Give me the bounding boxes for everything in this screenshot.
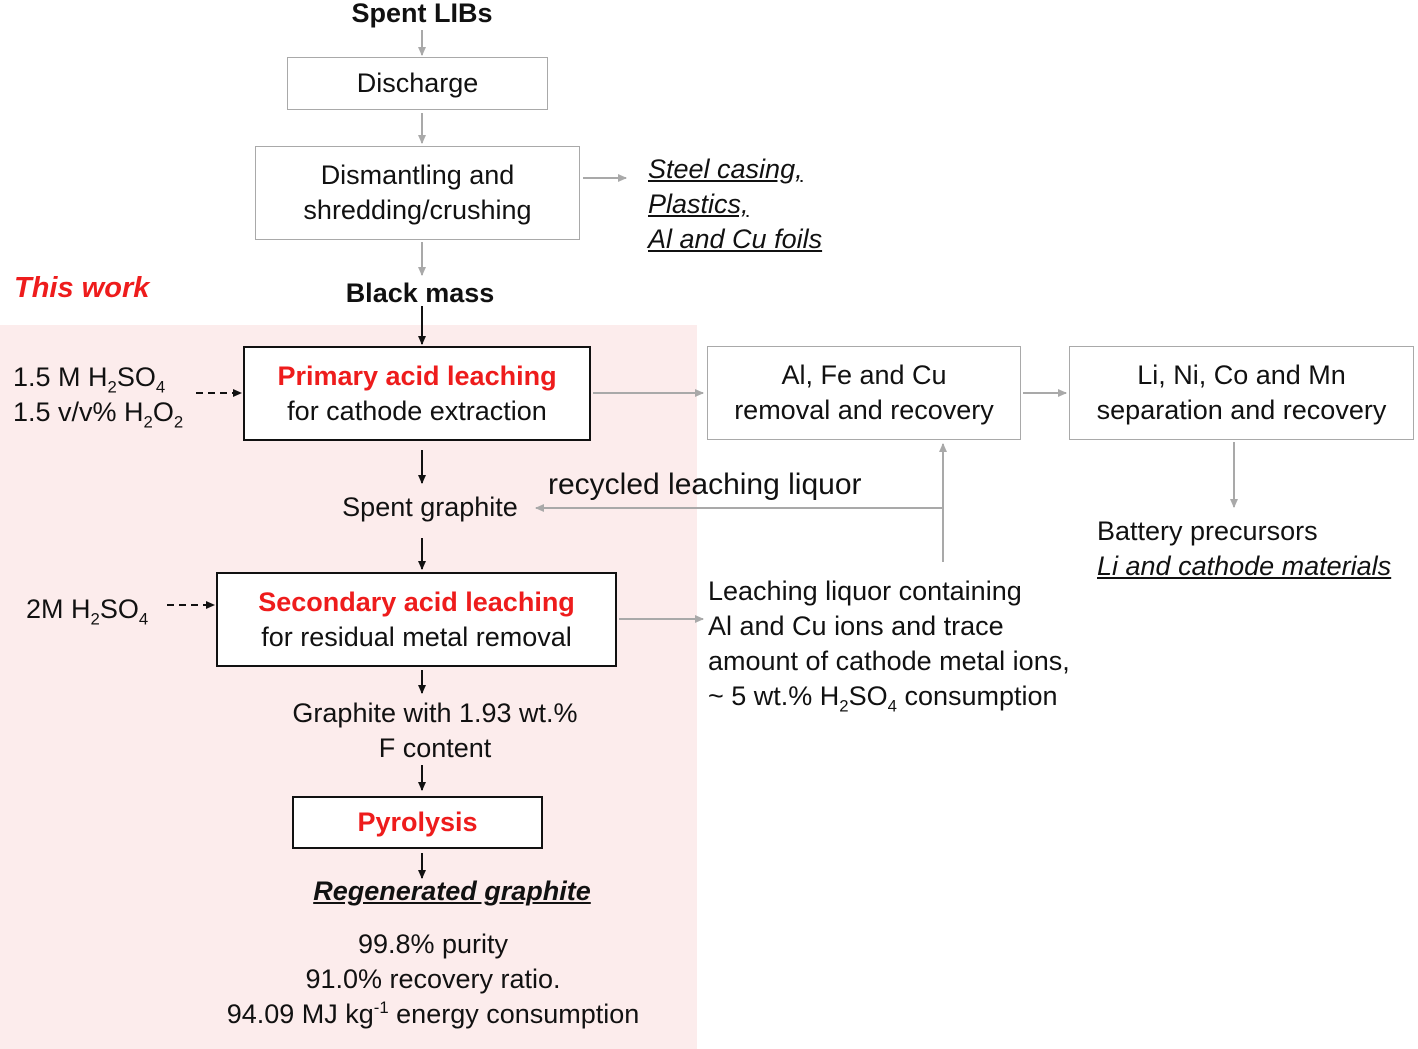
- this-work-zone: [0, 325, 697, 1049]
- removal-line1: Al, Fe and Cu: [781, 360, 947, 390]
- dismantling-label-line2: shredding/crushing: [303, 195, 532, 225]
- secondary-leaching-subtitle: for residual metal removal: [261, 621, 572, 652]
- black-mass-label: Black mass: [345, 278, 495, 308]
- graphite-f-line2: F content: [378, 733, 492, 763]
- result-energy: 94.09 MJ kg-1 energy consumption: [226, 998, 640, 1029]
- liquor-line2: Al and Cu ions and trace: [708, 611, 1004, 641]
- secondary-reagent: 2M H2SO4: [26, 594, 149, 629]
- discharge-label: Discharge: [356, 68, 479, 98]
- liquor-line4: ~ 5 wt.% H2SO4 consumption: [708, 681, 1058, 716]
- liquor-line1: Leaching liquor containing: [708, 576, 1022, 606]
- primary-leaching-subtitle: for cathode extraction: [287, 395, 547, 426]
- leaching-liquor-block: Leaching liquor containing Al and Cu ion…: [708, 574, 1070, 714]
- regenerated-graphite-label: Regenerated graphite: [313, 876, 591, 906]
- result-purity: 99.8% purity: [357, 929, 509, 959]
- removal-box: Al, Fe and Cu removal and recovery: [707, 346, 1021, 440]
- spent-libs-label: Spent LIBs: [351, 0, 493, 28]
- results-block: 99.8% purity 91.0% recovery ratio. 94.09…: [183, 927, 683, 1032]
- discharge-box: Discharge: [287, 57, 548, 110]
- primary-leaching-title: Primary acid leaching: [277, 360, 557, 391]
- primary-reagent-acid: 1.5 M H2SO4: [13, 362, 166, 397]
- secondary-leaching-title: Secondary acid leaching: [258, 586, 575, 617]
- primary-reagents: 1.5 M H2SO4 1.5 v/v% H2O2: [13, 360, 183, 430]
- byproduct-item: Plastics,: [648, 189, 749, 219]
- graphite-f-content: Graphite with 1.93 wt.% F content: [235, 696, 635, 766]
- recycled-liquor-label: recycled leaching liquor: [548, 468, 862, 501]
- primary-reagent-peroxide: 1.5 v/v% H2O2: [13, 397, 184, 432]
- secondary-leaching-box: Secondary acid leaching for residual met…: [216, 572, 617, 667]
- separation-line2: separation and recovery: [1096, 395, 1387, 425]
- byproduct-item: Steel casing,: [648, 154, 803, 184]
- dismantling-box: Dismantling and shredding/crushing: [255, 146, 580, 240]
- precursors-line2: Li and cathode materials: [1097, 551, 1392, 581]
- pyrolysis-box: Pyrolysis: [292, 796, 543, 849]
- separation-line1: Li, Ni, Co and Mn: [1137, 360, 1346, 390]
- precursors-block: Battery precursors Li and cathode materi…: [1097, 514, 1391, 584]
- precursors-line1: Battery precursors: [1097, 516, 1318, 546]
- primary-leaching-box: Primary acid leaching for cathode extrac…: [243, 346, 591, 441]
- separation-box: Li, Ni, Co and Mn separation and recover…: [1069, 346, 1414, 440]
- this-work-label: This work: [14, 272, 150, 304]
- result-recovery: 91.0% recovery ratio.: [305, 964, 561, 994]
- spent-graphite-label: Spent graphite: [342, 492, 518, 522]
- byproduct-item: Al and Cu foils: [648, 224, 823, 254]
- dismantling-label-line1: Dismantling and: [320, 160, 515, 190]
- removal-line2: removal and recovery: [734, 395, 994, 425]
- byproducts-list: Steel casing, Plastics, Al and Cu foils: [648, 152, 822, 257]
- liquor-line3: amount of cathode metal ions,: [708, 646, 1070, 676]
- graphite-f-line1: Graphite with 1.93 wt.%: [292, 698, 578, 728]
- pyrolysis-label: Pyrolysis: [357, 807, 478, 837]
